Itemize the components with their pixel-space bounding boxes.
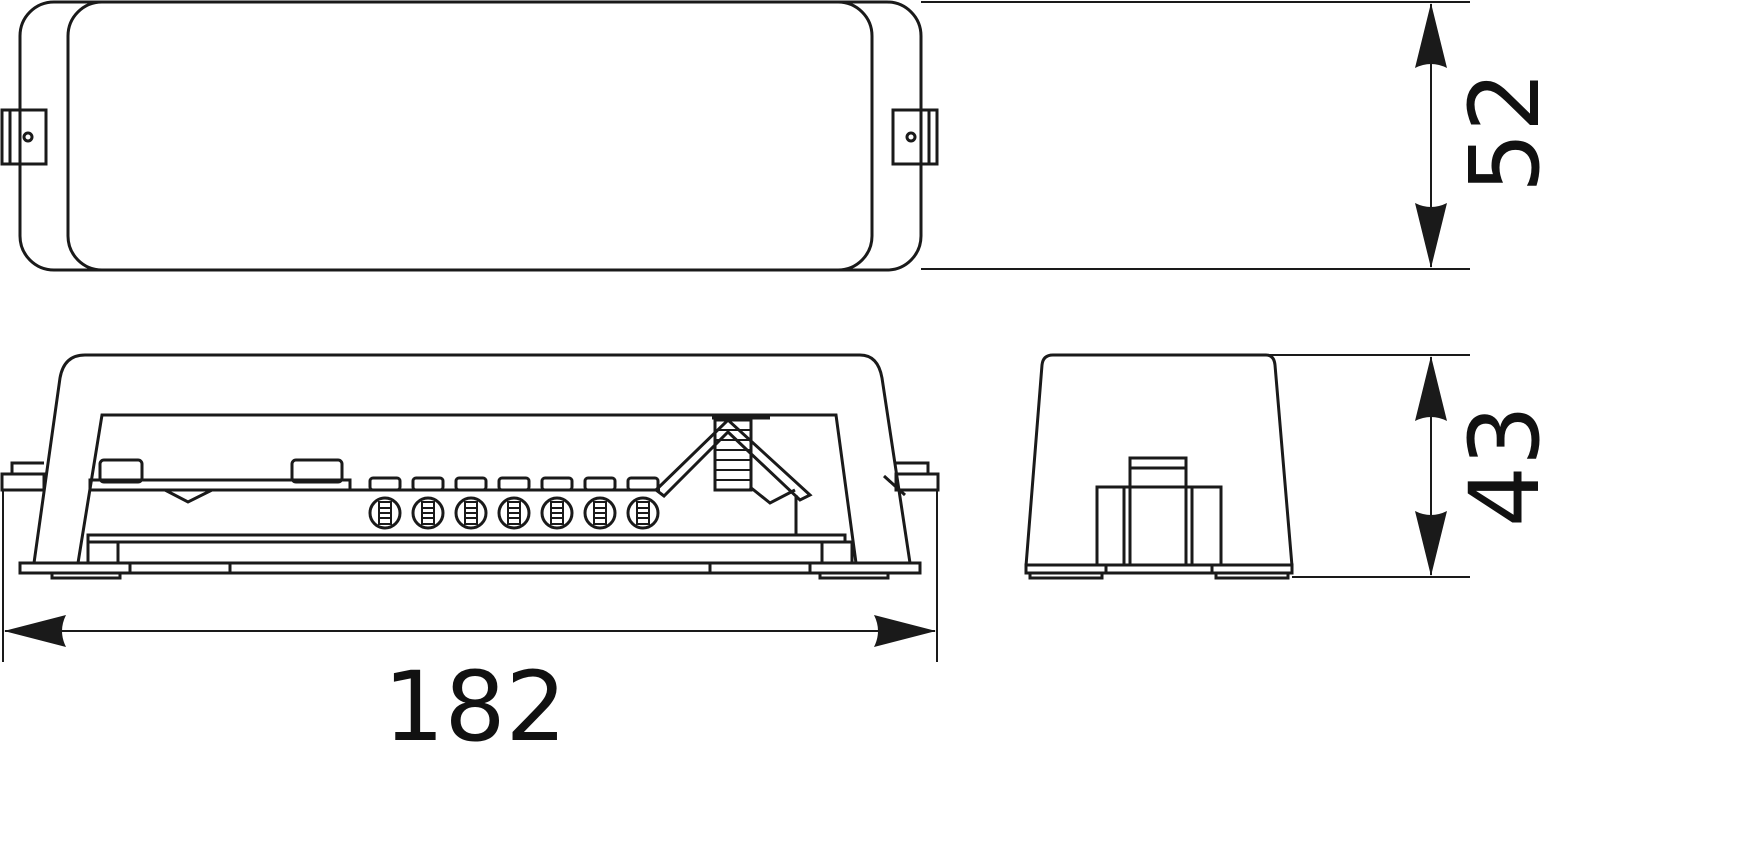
- extension-lines: [2, 1, 1470, 662]
- terminal-screw: [540, 496, 574, 530]
- front-left-foot: [50, 571, 122, 580]
- side-cable-entry: [1095, 485, 1223, 567]
- terminal-screw: [411, 496, 445, 530]
- front-right-foot: [818, 571, 890, 580]
- side-clamp-body: [1128, 456, 1188, 567]
- depth-arrow-top: [1415, 3, 1447, 68]
- width-dimension-label: 182: [383, 651, 566, 763]
- front-view: [0, 353, 940, 580]
- board-component-left: [98, 458, 144, 484]
- terminal-screw: [454, 496, 488, 530]
- width-arrow-right: [874, 615, 936, 647]
- terminal-screws: [368, 496, 660, 530]
- front-base-plate: [18, 561, 922, 575]
- terminal-screw: [497, 496, 531, 530]
- height-arrow-bottom: [1415, 511, 1447, 576]
- left-mounting-hole: [22, 131, 34, 143]
- width-dimension: 182: [4, 615, 936, 763]
- terminal-screw: [626, 496, 660, 530]
- front-right-flange: [894, 461, 940, 492]
- right-mounting-hole: [905, 131, 917, 143]
- width-arrow-left: [4, 615, 66, 647]
- front-left-standoff: [86, 540, 120, 565]
- depth-arrow-bottom: [1415, 203, 1447, 268]
- right-mounting-tab: [891, 108, 939, 166]
- front-left-flange: [0, 461, 46, 492]
- depth-dimension: 52: [1415, 3, 1561, 268]
- side-left-foot: [1028, 571, 1104, 580]
- board-clip: [164, 488, 213, 504]
- front-right-standoff: [820, 540, 854, 565]
- height-arrow-top: [1415, 356, 1447, 421]
- terminal-screw: [368, 496, 402, 530]
- terminal-block: [350, 476, 660, 492]
- top-view-inner-housing: [66, 0, 874, 272]
- top-view-outer-housing: [18, 0, 923, 272]
- height-dimension-label: 43: [1449, 405, 1561, 527]
- side-cover-outline: [1024, 353, 1294, 567]
- terminal-screw: [583, 496, 617, 530]
- side-view: [1024, 353, 1294, 580]
- left-mounting-tab: [0, 108, 48, 166]
- side-right-foot: [1214, 571, 1290, 580]
- height-dimension: 43: [1415, 356, 1561, 576]
- strain-relief-clamp: [653, 416, 813, 505]
- front-cover-outline: [32, 353, 912, 564]
- board-component-middle: [290, 458, 344, 484]
- top-view: [0, 0, 939, 272]
- depth-dimension-label: 52: [1449, 71, 1561, 193]
